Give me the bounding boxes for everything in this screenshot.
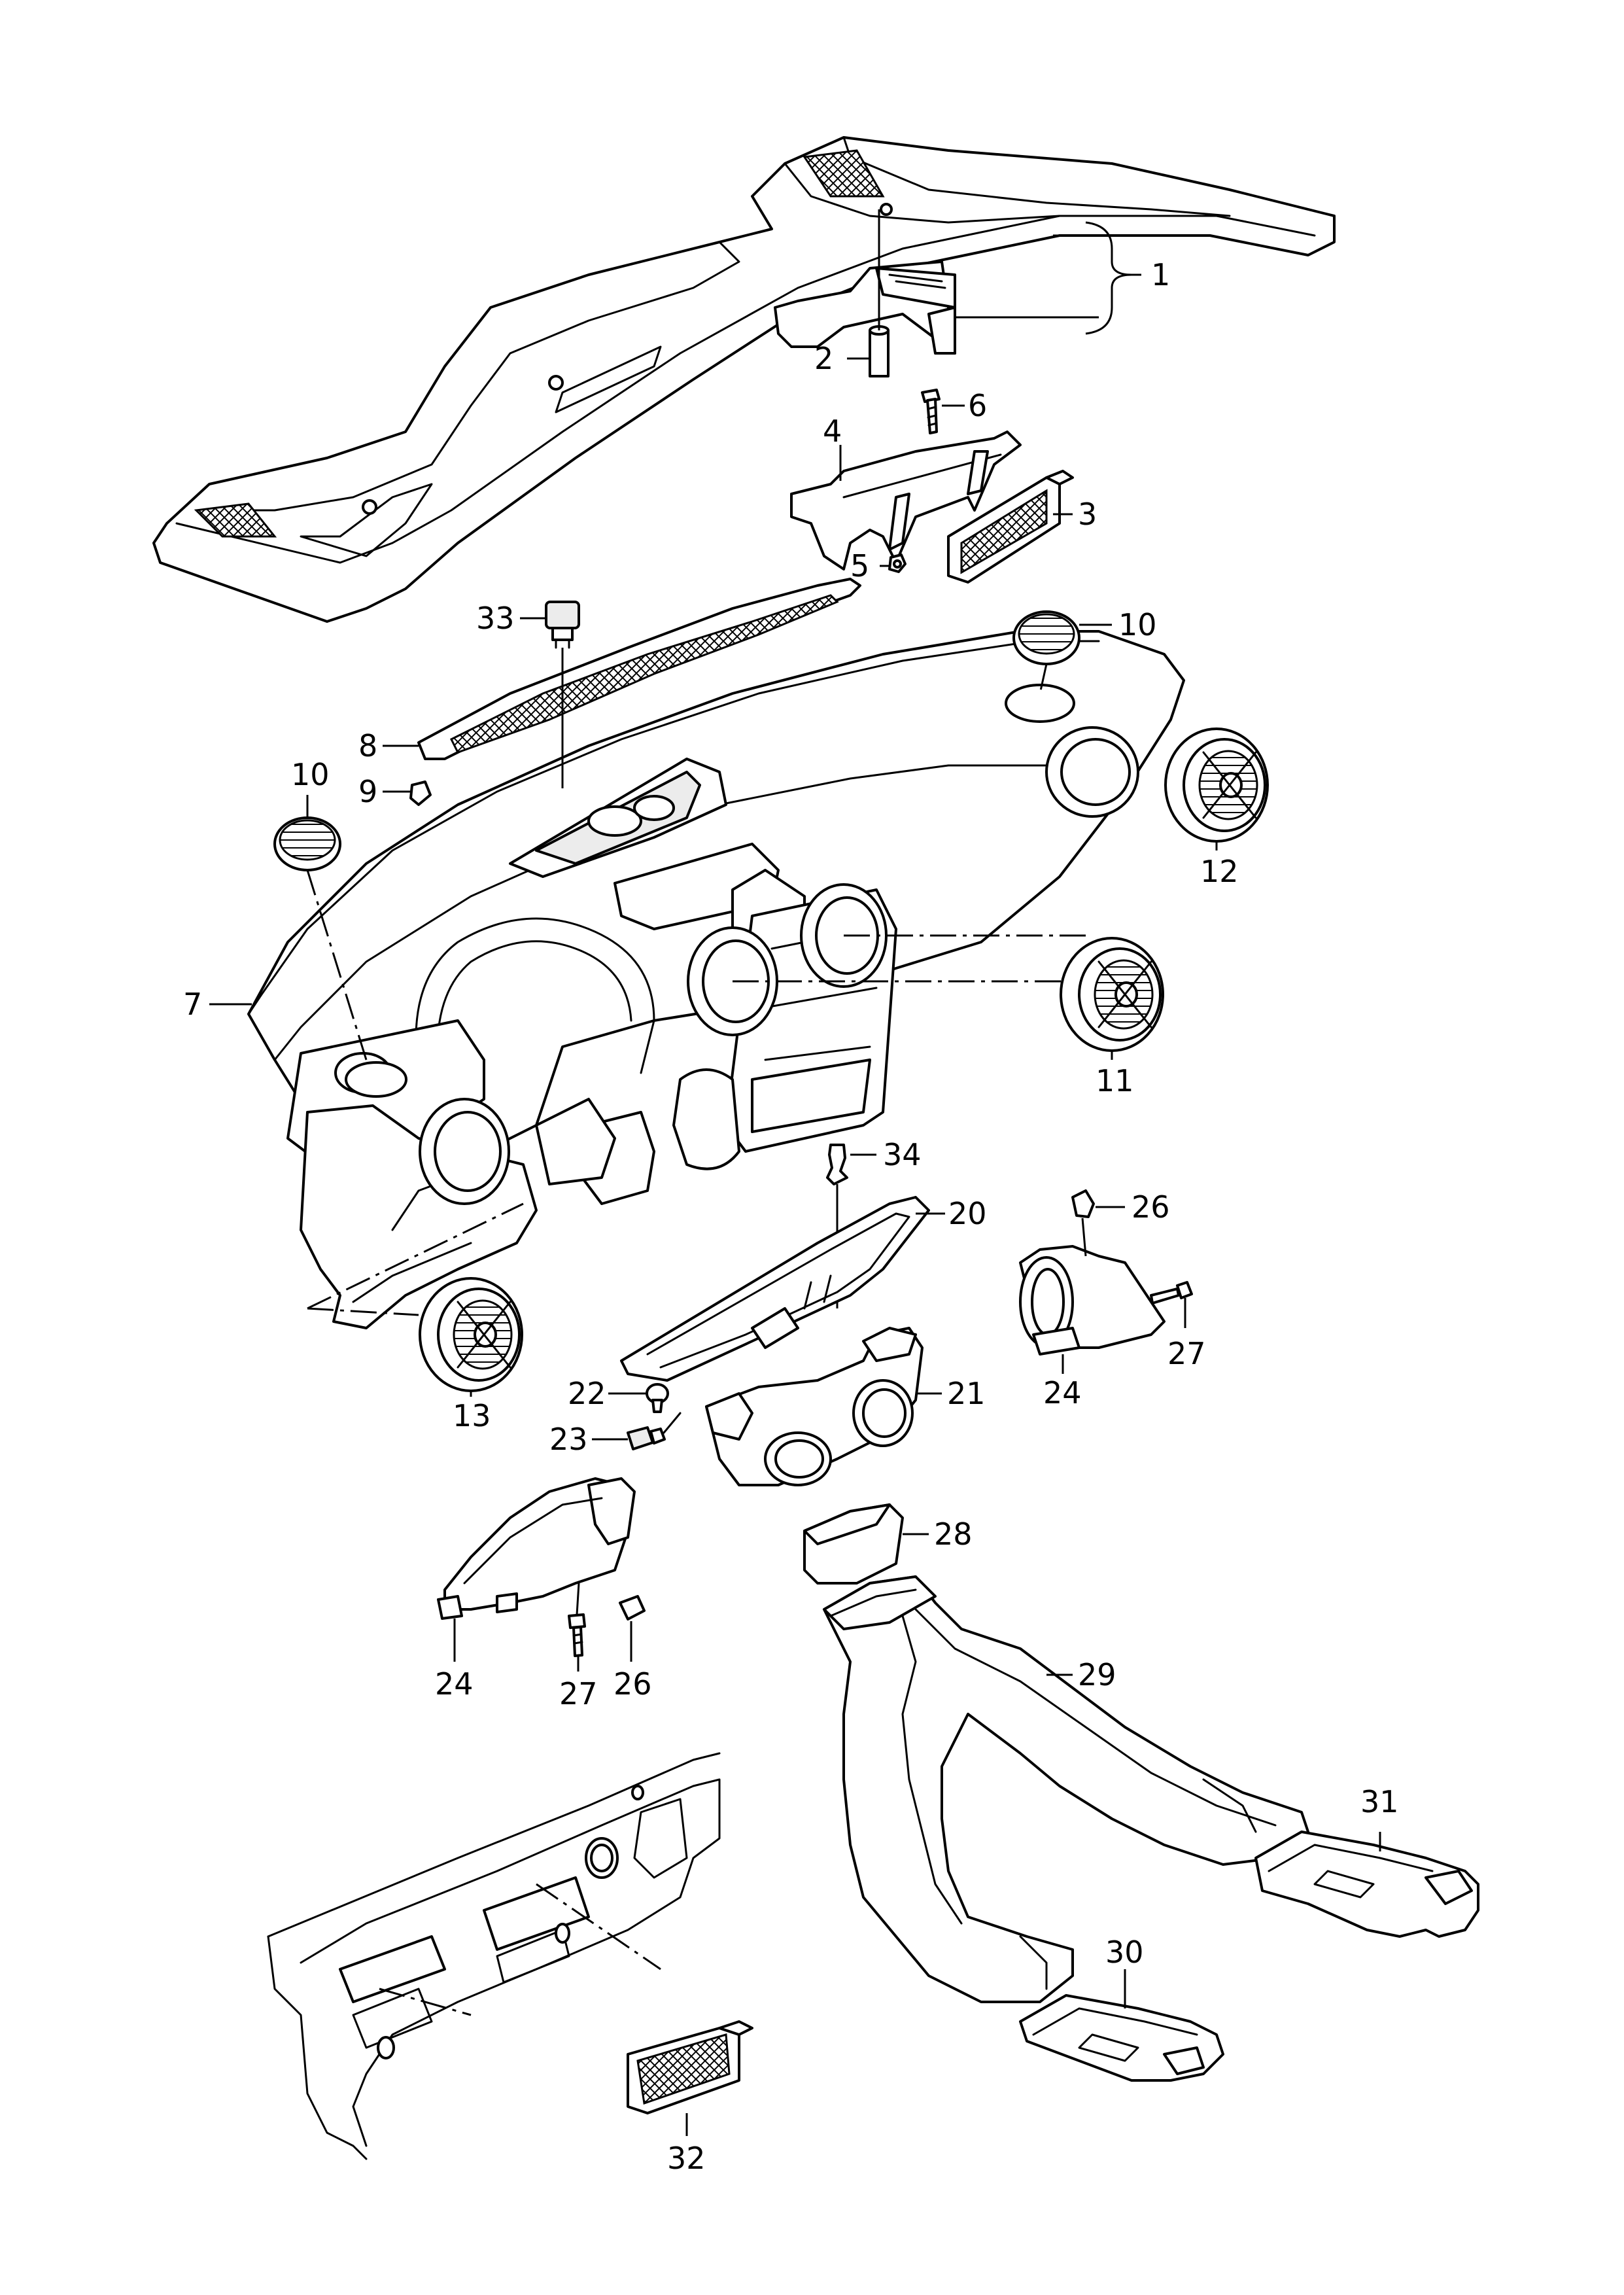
callout-24-left: 24 bbox=[435, 1666, 474, 1702]
callout-2: 2 bbox=[814, 341, 833, 376]
connector-part-23 bbox=[627, 1412, 682, 1450]
callout-11: 11 bbox=[1096, 1063, 1134, 1098]
dashboard-vent-driver bbox=[419, 1098, 510, 1205]
callout-5: 5 bbox=[850, 548, 869, 584]
callout-20: 20 bbox=[948, 1196, 987, 1231]
callout-3: 3 bbox=[1078, 497, 1097, 532]
callout-23: 23 bbox=[549, 1422, 588, 1457]
vent-grille-part-3 bbox=[947, 470, 1074, 584]
grille-part-10-left bbox=[273, 816, 341, 871]
duct-connector-part-28 bbox=[803, 1503, 904, 1585]
callout-22: 22 bbox=[568, 1376, 606, 1411]
callout-33: 33 bbox=[476, 601, 515, 636]
callout-7: 7 bbox=[183, 987, 202, 1022]
clip-part-26-left bbox=[619, 1595, 646, 1621]
callout-34: 34 bbox=[883, 1137, 922, 1172]
round-vent-part-12 bbox=[1164, 727, 1269, 843]
clip-part-26-right bbox=[1071, 1189, 1095, 1218]
callout-13: 13 bbox=[453, 1398, 491, 1433]
callout-26-left: 26 bbox=[613, 1666, 652, 1702]
callout-10-left: 10 bbox=[291, 757, 330, 792]
callout-27-right: 27 bbox=[1167, 1336, 1206, 1371]
pin-part-2 bbox=[869, 325, 890, 377]
screw-part-27-right bbox=[1150, 1281, 1193, 1305]
duct-extension-part-30 bbox=[1019, 1994, 1224, 2082]
callout-30: 30 bbox=[1105, 1935, 1144, 1970]
nut-part-5 bbox=[888, 553, 907, 573]
defroster-strip-part-8 bbox=[417, 578, 861, 760]
sensor-part-33 bbox=[545, 601, 580, 649]
callout-28: 28 bbox=[934, 1516, 973, 1552]
callout-24-right: 24 bbox=[1043, 1375, 1082, 1410]
vent-grille-part-32 bbox=[627, 2020, 753, 2114]
round-vent-part-13 bbox=[419, 1277, 523, 1392]
callout-32: 32 bbox=[667, 2141, 706, 2176]
callout-10-top: 10 bbox=[1118, 607, 1157, 642]
clip-part-34 bbox=[826, 1144, 848, 1185]
callout-21: 21 bbox=[947, 1376, 986, 1411]
screw-part-6 bbox=[921, 389, 941, 434]
callout-9: 9 bbox=[358, 774, 377, 809]
callout-6: 6 bbox=[968, 388, 987, 423]
floor-duct-part-29 bbox=[823, 1575, 1309, 2003]
bracket-part-4 bbox=[790, 430, 1022, 570]
plenum-panel bbox=[152, 136, 1336, 623]
clip-part-9 bbox=[409, 780, 432, 806]
clip-part-22 bbox=[646, 1383, 669, 1413]
grille-part-10-top bbox=[1012, 610, 1080, 665]
duct-extension-part-31 bbox=[1254, 1831, 1479, 1938]
callout-27-left: 27 bbox=[559, 1676, 598, 1711]
callout-12: 12 bbox=[1200, 854, 1239, 889]
callout-4: 4 bbox=[823, 413, 842, 449]
side-duct-part-24-right bbox=[1019, 1245, 1166, 1356]
trim-frame-part-20 bbox=[620, 1196, 930, 1382]
dashboard-vent-right bbox=[1045, 726, 1139, 818]
center-duct-part-21 bbox=[705, 1327, 924, 1486]
round-vent-part-11 bbox=[1060, 937, 1164, 1052]
plenum-lower-bracket bbox=[774, 260, 956, 355]
body-rear-panel bbox=[267, 1752, 721, 2160]
side-duct-part-24-left bbox=[437, 1477, 636, 1620]
screw-part-27-left bbox=[568, 1613, 586, 1657]
callout-29: 29 bbox=[1078, 1657, 1116, 1692]
callout-1: 1 bbox=[1151, 257, 1170, 292]
callout-26-right: 26 bbox=[1132, 1189, 1170, 1225]
callout-8: 8 bbox=[358, 728, 377, 763]
callout-31: 31 bbox=[1360, 1784, 1399, 1819]
